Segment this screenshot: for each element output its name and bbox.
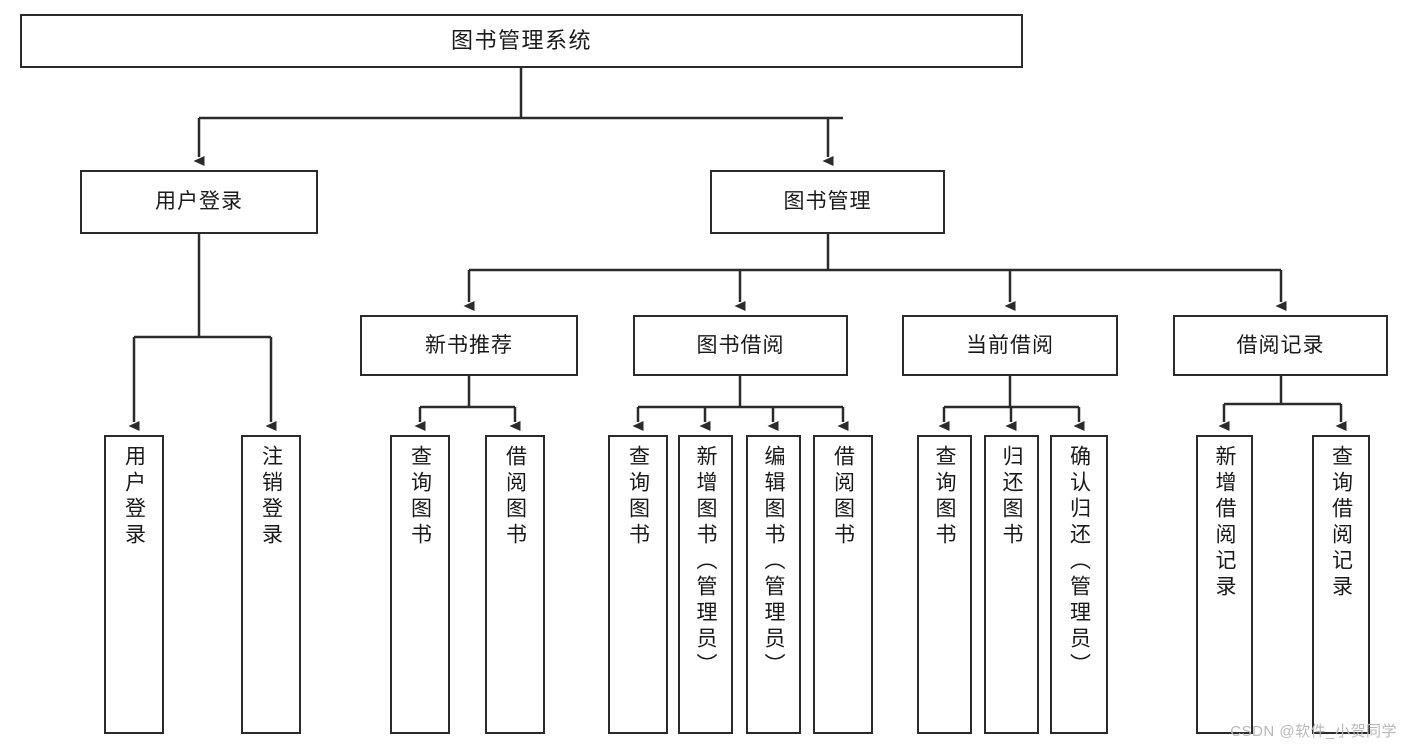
- node-user-login[interactable]: 用户登录: [80, 170, 318, 234]
- node-leaf-query-book-3-label: 查询图书: [933, 445, 956, 549]
- node-book-borrow[interactable]: 图书借阅: [633, 315, 848, 376]
- node-leaf-user-login[interactable]: 用户登录: [104, 435, 164, 734]
- node-leaf-query-book-1[interactable]: 查询图书: [390, 435, 450, 734]
- node-leaf-edit-book[interactable]: 编辑图书（管理员）: [746, 435, 801, 734]
- node-new-book-rec[interactable]: 新书推荐: [360, 315, 578, 376]
- node-root-label: 图书管理系统: [450, 27, 592, 53]
- node-book-borrow-label: 图书借阅: [696, 333, 785, 357]
- node-leaf-query-record-label: 查询借阅记录: [1329, 445, 1353, 601]
- node-leaf-query-book-2[interactable]: 查询图书: [608, 435, 668, 734]
- node-current-borrow[interactable]: 当前借阅: [902, 315, 1118, 376]
- node-book-manage[interactable]: 图书管理: [710, 170, 945, 234]
- node-leaf-query-book-3[interactable]: 查询图书: [917, 435, 972, 734]
- node-leaf-borrow-book-2[interactable]: 借阅图书: [813, 435, 873, 734]
- node-leaf-query-book-1-label: 查询图书: [408, 445, 432, 549]
- node-leaf-add-book[interactable]: 新增图书（管理员）: [678, 435, 733, 734]
- node-leaf-edit-book-label: 编辑图书（管理员）: [762, 445, 785, 679]
- node-borrow-record[interactable]: 借阅记录: [1173, 315, 1388, 376]
- node-leaf-logout-label: 注销登录: [259, 445, 283, 549]
- node-leaf-borrow-book-2-label: 借阅图书: [831, 445, 855, 549]
- node-leaf-return-book-label: 归还图书: [1000, 445, 1023, 549]
- node-leaf-borrow-book-1[interactable]: 借阅图书: [485, 435, 545, 734]
- node-leaf-return-book[interactable]: 归还图书: [984, 435, 1039, 734]
- node-user-login-label: 用户登录: [155, 190, 243, 214]
- node-borrow-record-label: 借阅记录: [1236, 333, 1325, 357]
- node-new-book-rec-label: 新书推荐: [425, 333, 513, 357]
- node-book-manage-label: 图书管理: [783, 190, 872, 214]
- node-root[interactable]: 图书管理系统: [20, 14, 1023, 68]
- node-leaf-confirm-return[interactable]: 确认归还（管理员）: [1050, 435, 1108, 734]
- node-leaf-query-book-2-label: 查询图书: [626, 445, 650, 549]
- node-leaf-add-record[interactable]: 新增借阅记录: [1196, 435, 1253, 734]
- node-leaf-borrow-book-1-label: 借阅图书: [503, 445, 527, 549]
- node-leaf-add-record-label: 新增借阅记录: [1213, 445, 1236, 601]
- csdn-watermark: CSDN @软件_小贺同学: [1230, 723, 1397, 740]
- node-leaf-logout[interactable]: 注销登录: [241, 435, 301, 734]
- node-current-borrow-label: 当前借阅: [966, 333, 1054, 357]
- node-leaf-confirm-return-label: 确认归还（管理员）: [1067, 445, 1091, 679]
- node-leaf-add-book-label: 新增图书（管理员）: [694, 445, 717, 679]
- node-leaf-query-record[interactable]: 查询借阅记录: [1312, 435, 1370, 734]
- node-leaf-user-login-label: 用户登录: [122, 445, 146, 549]
